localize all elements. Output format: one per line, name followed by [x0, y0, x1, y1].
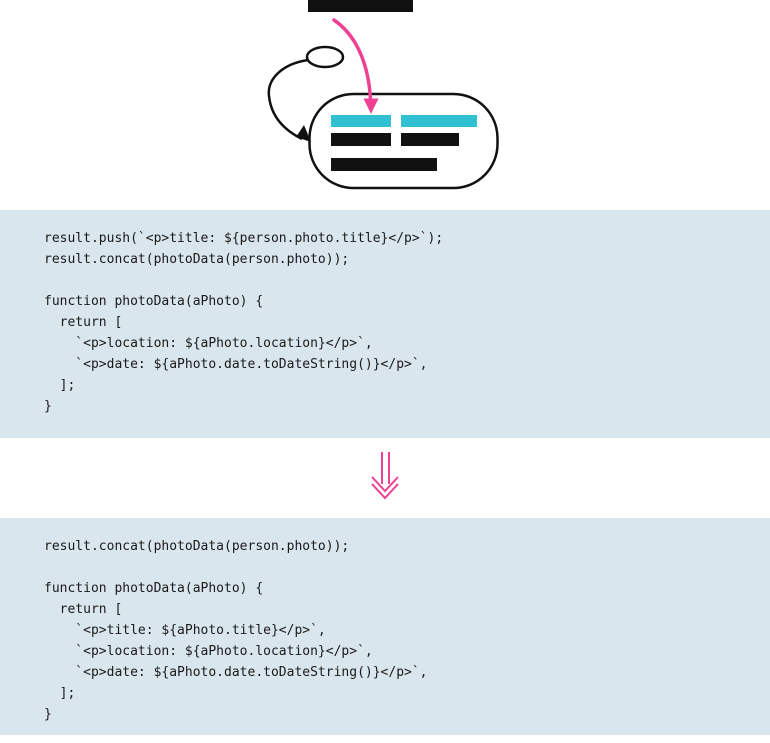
refactoring-diagram: [267, 0, 499, 190]
statement-bar-1: [331, 133, 391, 146]
move-statement-arrowhead-icon: [363, 98, 379, 114]
moved-statement-bar-2: [401, 115, 477, 127]
transform-arrow-icon: [371, 452, 399, 500]
caller-code-bar: [308, 0, 413, 12]
transform-arrow-chevron-upper: [371, 476, 399, 493]
code-before-text: result.push(`<p>title: ${person.photo.ti…: [44, 231, 444, 414]
moved-statement-bar-1: [331, 115, 391, 127]
code-block-before: result.push(`<p>title: ${person.photo.ti…: [0, 210, 770, 438]
function-ellipse-node: [305, 45, 345, 69]
statement-bar-3: [331, 158, 437, 171]
self-reference-arrow-icon: [267, 58, 309, 141]
self-reference-arrowhead-icon: [296, 125, 311, 142]
transform-arrow-chevron-lower: [371, 483, 399, 500]
move-statement-arrow-icon: [332, 18, 373, 101]
code-after-text: result.concat(photoData(person.photo)); …: [44, 539, 428, 722]
statement-bar-2: [401, 133, 459, 146]
code-block-after: result.concat(photoData(person.photo)); …: [0, 518, 770, 735]
